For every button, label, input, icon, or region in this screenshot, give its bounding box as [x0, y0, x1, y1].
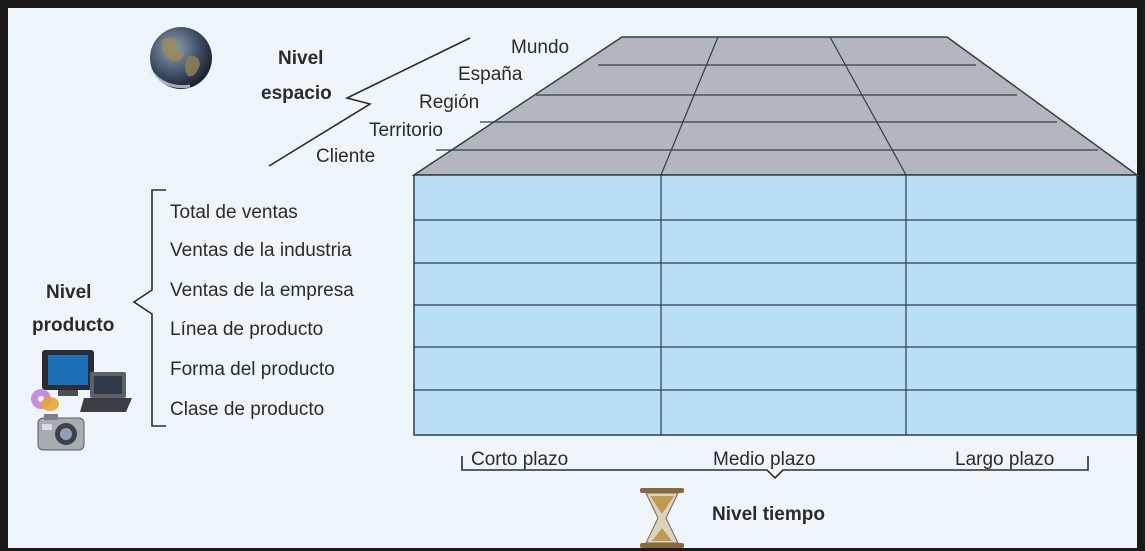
computer-devices-icon — [31, 350, 132, 412]
time-level: Corto plazo Medio plazo Largo plazo Nive… — [461, 449, 1089, 525]
space-item-mundo: Mundo — [511, 37, 569, 58]
cube-front-face — [413, 174, 1138, 436]
space-level-title-line2: espacio — [261, 83, 332, 104]
space-item-territorio: Territorio — [369, 120, 443, 141]
product-item-ventas-empresa: Ventas de la empresa — [170, 280, 354, 301]
globe-icon — [148, 27, 212, 89]
product-level-title-line2: producto — [32, 315, 114, 336]
product-level: Nivel producto Total de ventas Ventas de… — [32, 189, 354, 427]
time-item-corto-plazo: Corto plazo — [471, 449, 568, 470]
space-item-espana: España — [458, 64, 523, 85]
product-item-forma-producto: Forma del producto — [170, 359, 335, 380]
camera-icon — [37, 414, 85, 451]
space-level-title-line1: Nivel — [278, 48, 323, 69]
hourglass-icon — [640, 488, 684, 548]
time-item-largo-plazo: Largo plazo — [955, 449, 1054, 470]
product-item-clase-producto: Clase de producto — [170, 399, 324, 420]
space-item-region: Región — [419, 92, 479, 113]
product-item-linea-producto: Línea de producto — [170, 319, 323, 340]
product-level-title-line1: Nivel — [46, 282, 91, 303]
product-item-ventas-industria: Ventas de la industria — [170, 240, 352, 261]
time-level-bracket — [461, 456, 1089, 480]
space-level-bracket — [268, 37, 471, 167]
space-item-cliente: Cliente — [316, 146, 375, 167]
time-level-title: Nivel tiempo — [712, 504, 825, 525]
time-item-medio-plazo: Medio plazo — [713, 449, 815, 470]
product-level-bracket — [132, 189, 166, 427]
product-item-total-ventas: Total de ventas — [170, 202, 298, 223]
space-level: Nivel espacio Mundo España Región Territ… — [261, 37, 569, 167]
cube-top-face — [411, 36, 1140, 176]
